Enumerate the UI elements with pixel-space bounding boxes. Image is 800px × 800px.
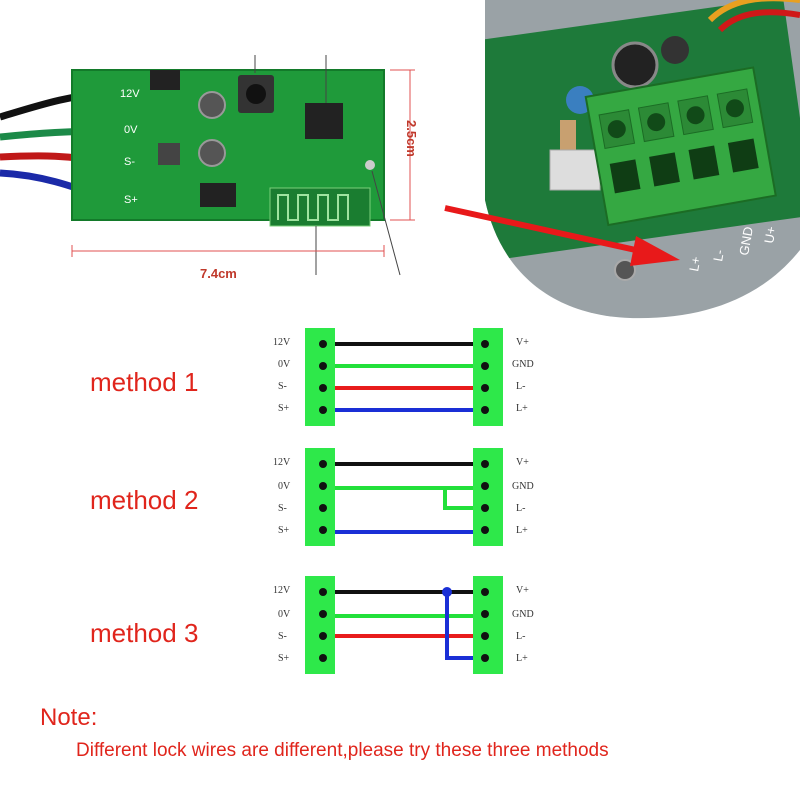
method-1-diagram xyxy=(305,328,503,426)
width-dimension-label: 7.4cm xyxy=(200,266,237,281)
m1-right-vplus: V+ xyxy=(516,337,529,348)
m3-right-vplus: V+ xyxy=(516,585,529,596)
m2-right-lminus: L- xyxy=(516,503,526,514)
red-arrow xyxy=(444,205,646,255)
m1-right-lplus: L+ xyxy=(516,403,528,414)
m1-left-0v: 0V xyxy=(278,359,291,370)
method-2-label: method 2 xyxy=(90,485,199,515)
terminal-label-u-plus: U+ xyxy=(761,225,779,244)
pin-12v-label: 12V xyxy=(120,88,140,100)
pcb-antenna xyxy=(277,194,349,221)
note-title: Note: xyxy=(40,704,98,731)
m1-left-splus: S+ xyxy=(278,403,290,414)
junction-dot xyxy=(442,587,452,597)
m3-right-lminus: L- xyxy=(516,631,526,642)
m2-left-splus: S+ xyxy=(278,525,290,536)
pin-s-minus-label: S- xyxy=(124,156,135,168)
terminal-label-l-plus: L+ xyxy=(686,255,703,272)
capacitor xyxy=(611,41,659,89)
terminal-label-gnd: GND xyxy=(736,225,756,256)
m1-left-12v: 12V xyxy=(273,337,291,348)
white-connector xyxy=(549,149,601,191)
method-3-diagram xyxy=(305,576,503,674)
m3-left-12v: 12V xyxy=(273,585,291,596)
note-body: Different lock wires are different,pleas… xyxy=(76,740,609,761)
wire-gnd-lminus-bridge xyxy=(443,488,473,510)
wire-vplus-lplus-bridge xyxy=(445,592,473,660)
m3-right-lplus: L+ xyxy=(516,653,528,664)
m3-left-sminus: S- xyxy=(278,631,287,642)
m1-right-lminus: L- xyxy=(516,381,526,392)
method-1-label: method 1 xyxy=(90,367,199,397)
pin-0v-label: 0V xyxy=(124,124,138,136)
m1-left-sminus: S- xyxy=(278,381,287,392)
m2-left-12v: 12V xyxy=(273,457,291,468)
m3-left-0v: 0V xyxy=(278,609,291,620)
pin-s-plus-label: S+ xyxy=(124,194,138,206)
lock-terminal-illustration: L+ L- GND U+ xyxy=(444,0,800,319)
m2-right-vplus: V+ xyxy=(516,457,529,468)
m1-right-gnd: GND xyxy=(512,359,534,370)
m3-right-gnd: GND xyxy=(512,609,534,620)
pcb-module-illustration: 12V 0V S- S+ xyxy=(0,55,415,276)
height-dimension-label: 2.5cm xyxy=(404,120,419,157)
m2-right-lplus: L+ xyxy=(516,525,528,536)
m2-left-sminus: S- xyxy=(278,503,287,514)
m2-right-gnd: GND xyxy=(512,481,534,492)
terminal-label-l-minus: L- xyxy=(710,249,727,263)
method-2-diagram xyxy=(305,448,503,546)
m3-left-splus: S+ xyxy=(278,653,290,664)
ic-chip xyxy=(305,103,343,139)
green-terminal-block xyxy=(584,66,777,227)
m2-left-0v: 0V xyxy=(278,481,291,492)
method-3-label: method 3 xyxy=(90,618,199,648)
red-arrow-head xyxy=(630,236,680,266)
